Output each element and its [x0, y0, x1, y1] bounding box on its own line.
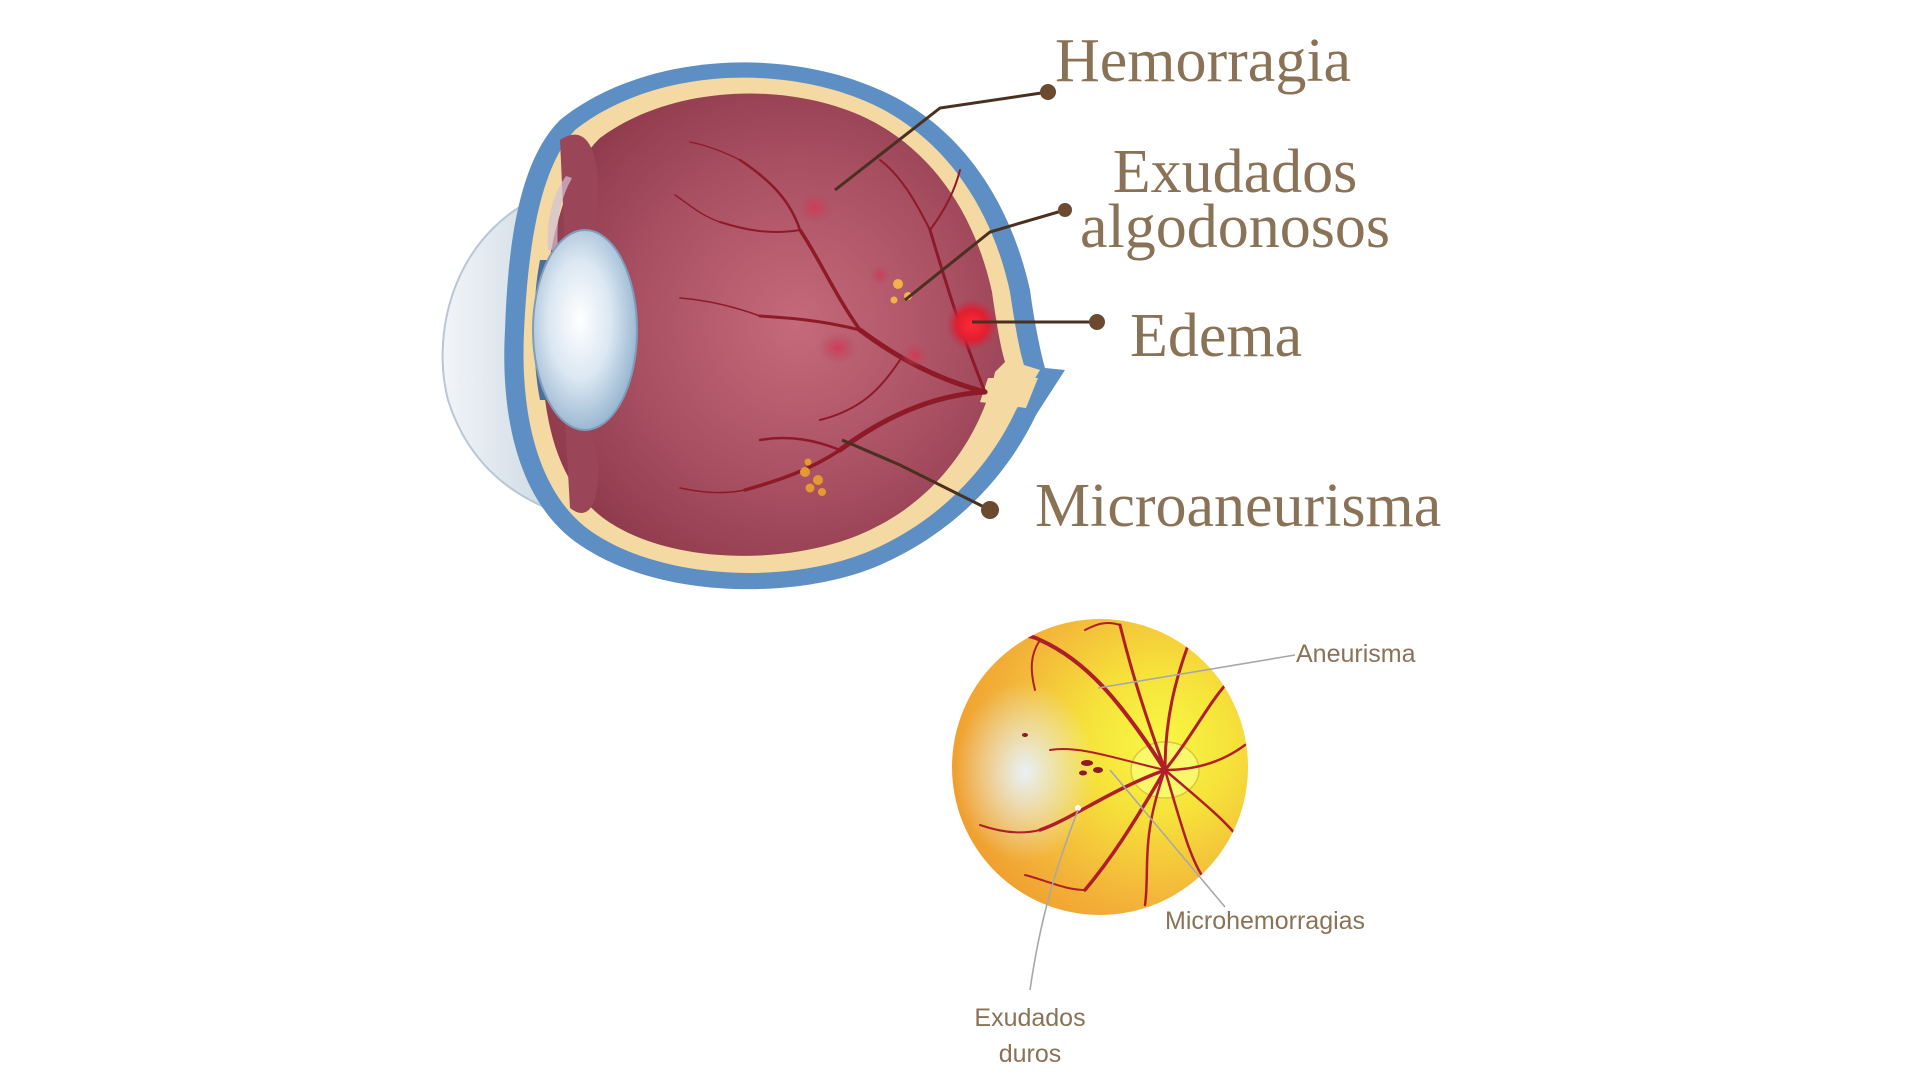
- label-microaneurisma: Microaneurisma: [1035, 472, 1442, 540]
- label-microhemorragias: Microhemorragias: [1165, 907, 1366, 935]
- pointer-exudados: [904, 208, 1066, 302]
- hemorrhage-spot: [797, 192, 833, 224]
- label-edema: Edema: [1130, 302, 1303, 370]
- label-exudados-algodonosos-line1: Exudados: [1112, 138, 1358, 206]
- lens: [532, 229, 638, 431]
- retinal-vessels: [674, 141, 988, 494]
- fundus-hard-exudate: [1075, 805, 1081, 811]
- pointer-dot: [1040, 84, 1056, 100]
- pointer-microhemorragias: [1109, 769, 1226, 908]
- eye-pointer-dots: [981, 84, 1105, 519]
- edema-spot: [946, 299, 998, 351]
- pointer-dot: [1089, 314, 1105, 330]
- label-exudados-duros-line1: Exudados: [974, 1004, 1086, 1032]
- pointer-aneurisma: [1097, 654, 1296, 689]
- fundus-vessels: [979, 619, 1248, 907]
- label-hemorragia: Hemorragia: [1055, 27, 1352, 95]
- hard-exudates: [800, 458, 826, 496]
- eye-pointers: [834, 90, 1097, 512]
- label-exudados-duros-line2: duros: [998, 1040, 1062, 1069]
- fundus-microhemorrhages: [1022, 733, 1103, 776]
- retina: [541, 93, 1005, 556]
- eye-cross-section: [441, 62, 1065, 590]
- pointer-microaneurisma: [841, 438, 991, 512]
- label-exudados-algodonosos-line2: algodonosos: [1080, 192, 1390, 261]
- pointer-hemorragia: [834, 90, 1049, 192]
- label-exudados-duros: Exudados duros: [960, 1000, 1100, 1073]
- fundus-image: [952, 619, 1248, 915]
- label-aneurisma: Aneurisma: [1296, 640, 1416, 668]
- label-exudados-algodonosos: Exudados algodonosos: [1080, 138, 1390, 261]
- pointer-dot: [1058, 203, 1072, 217]
- pointer-dot: [981, 501, 999, 519]
- fundus-pointers: [1029, 654, 1296, 991]
- pointer-exudados-duros: [1029, 809, 1079, 991]
